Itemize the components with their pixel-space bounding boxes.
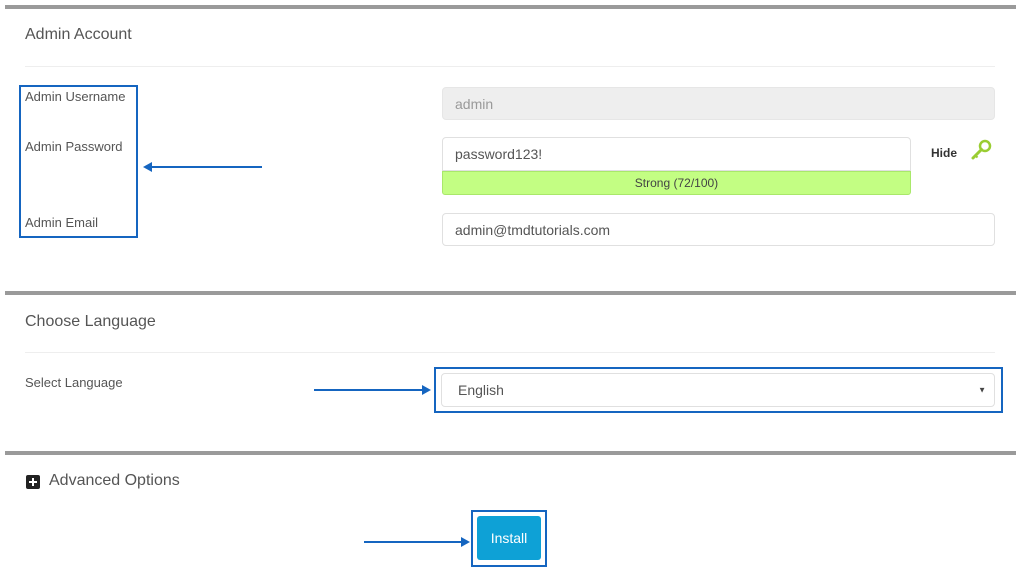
language-selected-value: English (458, 382, 504, 398)
admin-email-label: Admin Email (25, 215, 98, 230)
annotation-arrow-install (364, 541, 464, 543)
language-highlight-box (434, 367, 1003, 413)
admin-username-label: Admin Username (25, 89, 126, 104)
arrow-right-icon (461, 537, 470, 547)
chevron-down-icon: ▼ (978, 385, 986, 395)
password-strength-meter: Strong (72/100) (442, 171, 911, 195)
language-heading-separator (25, 352, 995, 353)
section-divider-top (5, 5, 1016, 9)
password-strength-text: Strong (72/100) (634, 176, 719, 190)
admin-username-value: admin (455, 95, 494, 112)
labels-highlight-box (19, 85, 138, 238)
choose-language-heading: Choose Language (25, 313, 156, 330)
annotation-arrow-language (314, 389, 424, 391)
section-divider-language (5, 291, 1016, 295)
plus-square-icon[interactable] (26, 475, 40, 489)
admin-password-label: Admin Password (25, 139, 123, 154)
admin-username-input[interactable]: admin (442, 87, 995, 120)
select-language-label: Select Language (25, 375, 123, 390)
key-icon[interactable] (969, 139, 993, 163)
admin-email-value: admin@tmdtutorials.com (455, 221, 611, 238)
hide-password-toggle[interactable]: Hide (931, 146, 958, 160)
annotation-arrow-labels (150, 166, 262, 168)
arrow-left-icon (143, 162, 152, 172)
arrow-right-icon (422, 385, 431, 395)
admin-account-heading: Admin Account (25, 26, 132, 43)
admin-password-input[interactable]: password123! (442, 137, 911, 171)
install-button[interactable]: Install (477, 516, 541, 560)
heading-separator (25, 66, 995, 67)
language-select[interactable]: English ▼ (441, 373, 995, 407)
advanced-options-toggle[interactable]: Advanced Options (49, 472, 180, 489)
admin-email-input[interactable]: admin@tmdtutorials.com (442, 213, 995, 246)
admin-password-value: password123! (455, 146, 543, 162)
install-highlight-box (471, 510, 547, 567)
section-divider-advanced (5, 451, 1016, 455)
